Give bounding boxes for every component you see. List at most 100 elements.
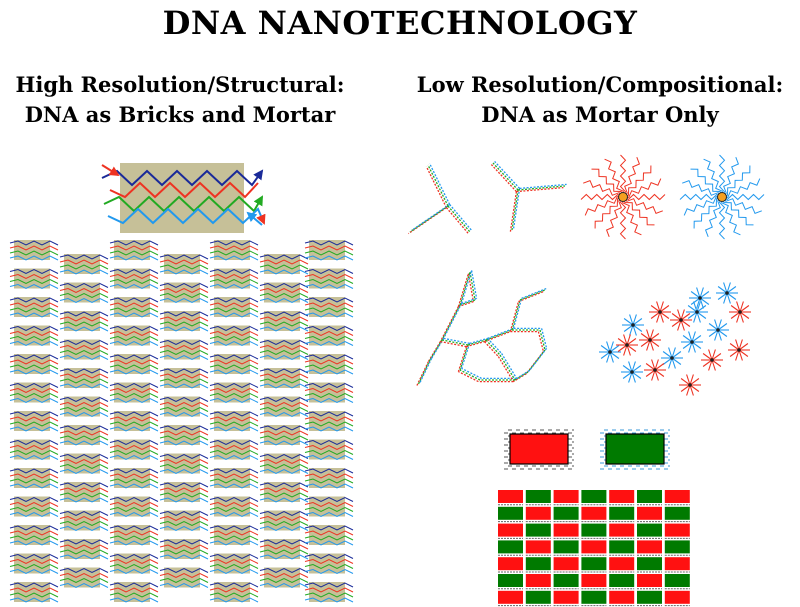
mini-tile <box>259 311 309 332</box>
mini-strand <box>159 344 209 351</box>
mini-strand <box>109 283 159 290</box>
mini-strand <box>304 416 354 422</box>
dna-strand <box>690 291 701 299</box>
mini-strand <box>59 453 109 460</box>
mini-tile <box>304 268 354 290</box>
mini-tile <box>109 525 159 546</box>
mini-strand <box>259 567 309 574</box>
mini-strand <box>209 335 259 342</box>
mini-strand <box>59 297 109 304</box>
dna-strand <box>649 339 654 351</box>
mini-strand <box>59 401 109 408</box>
mini-strand <box>304 250 354 256</box>
mini-tile <box>209 325 259 347</box>
mini-strand <box>209 553 259 560</box>
mini-strand <box>9 387 59 394</box>
mini-tile <box>109 325 159 347</box>
nanoparticle-core <box>710 358 714 362</box>
mini-strand <box>209 483 259 489</box>
dna-strand <box>738 339 743 351</box>
dna-strand <box>688 331 693 343</box>
dna-strand <box>659 311 670 319</box>
mini-tile <box>59 567 109 589</box>
lattice-block <box>498 523 523 537</box>
mini-strand <box>304 312 354 318</box>
mini-strand <box>259 468 309 475</box>
mini-tile <box>109 582 159 603</box>
mini-tile <box>9 553 59 575</box>
mini-strand <box>259 463 309 470</box>
dna-arm <box>509 191 518 232</box>
mini-strand <box>159 354 209 361</box>
mini-strand <box>209 444 259 451</box>
dna-strand <box>580 193 624 201</box>
mini-strand <box>259 525 309 532</box>
mini-strand <box>9 273 59 280</box>
mini-strand <box>209 530 259 536</box>
mini-strand <box>9 302 59 308</box>
lattice-block <box>525 506 551 520</box>
dna-arm <box>445 207 469 235</box>
dna-arm <box>459 299 476 306</box>
mini-strand <box>59 468 109 475</box>
dna-arm <box>417 359 431 386</box>
mini-strand <box>259 515 309 522</box>
mini-strand <box>59 497 109 503</box>
mini-strand <box>109 364 159 370</box>
dna-strand <box>622 178 662 198</box>
mini-strand <box>159 259 209 265</box>
dna-strand <box>686 384 691 396</box>
mini-strand <box>59 430 109 436</box>
lattice-block <box>498 540 523 554</box>
dna-strand <box>714 329 719 341</box>
dna-strand <box>671 351 682 359</box>
mini-strand <box>109 454 159 461</box>
mini-tile <box>259 282 309 304</box>
dna-strand <box>626 344 637 352</box>
mini-strand <box>259 582 309 589</box>
mini-strand <box>9 568 59 575</box>
mini-strand <box>109 250 159 256</box>
mini-strand <box>304 273 354 280</box>
mini-tile <box>9 268 59 290</box>
dna-strand <box>619 196 627 240</box>
dna-strand <box>708 359 713 371</box>
mini-tile <box>304 439 354 461</box>
dna-arm <box>527 349 546 373</box>
mini-strand <box>59 554 109 560</box>
mini-strand <box>159 297 209 304</box>
mini-conjugate <box>689 287 711 309</box>
dna-strand <box>654 359 659 371</box>
dna-strand <box>721 193 765 201</box>
dna-strand <box>609 345 620 353</box>
mini-strand <box>259 373 309 379</box>
mini-strand <box>209 369 259 375</box>
mini-conjugate <box>686 301 708 323</box>
mini-tile <box>209 240 259 261</box>
dna-strand <box>729 343 740 351</box>
mini-tile <box>259 425 309 446</box>
lattice-block <box>525 490 551 503</box>
lattice-block <box>581 490 607 503</box>
dna-strand <box>679 193 723 201</box>
mini-strand <box>209 496 259 503</box>
dna-strand <box>687 311 698 319</box>
lattice-block <box>637 557 662 571</box>
dna-arm <box>467 339 487 346</box>
dna-strand <box>659 305 670 313</box>
mini-strand <box>159 378 209 384</box>
mini-strand <box>59 482 109 488</box>
dna-strand <box>717 329 728 337</box>
mini-strand <box>209 478 259 484</box>
mini-strand <box>209 302 259 308</box>
mini-strand <box>59 269 109 275</box>
mini-strand <box>109 273 159 280</box>
dna-strand <box>671 357 682 365</box>
left-section-title: High Resolution/Structural: DNA as Brick… <box>0 70 360 130</box>
dna-strand <box>690 168 723 198</box>
dna-strand <box>721 165 751 198</box>
dna-arm <box>408 207 447 235</box>
mini-tile <box>209 382 259 404</box>
dna-arm <box>511 189 519 231</box>
block-body <box>509 433 569 465</box>
